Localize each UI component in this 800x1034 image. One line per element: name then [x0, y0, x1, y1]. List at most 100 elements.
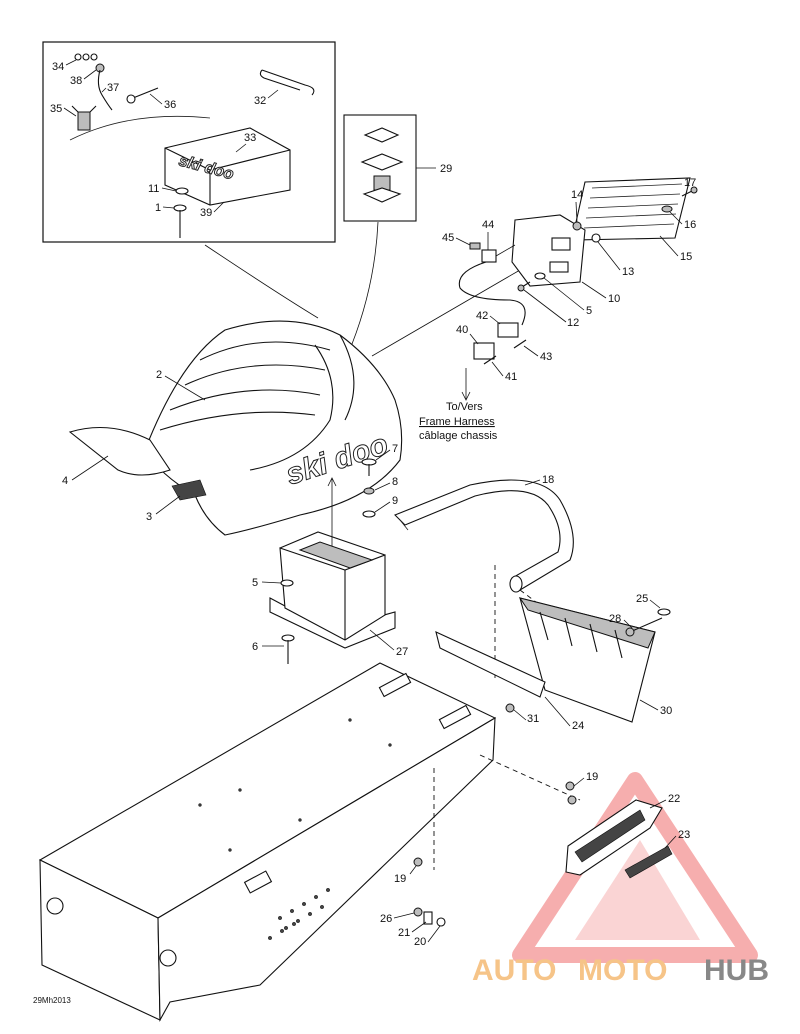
watermark-triangle-inner	[575, 840, 700, 940]
harness-note-line2: Frame Harness	[419, 416, 495, 428]
callout-40: 40	[456, 324, 468, 336]
callout-27: 27	[396, 646, 408, 658]
callout-12: 12	[567, 317, 579, 329]
part-10-taillight-housing	[511, 214, 586, 287]
part-16-washer	[661, 205, 673, 213]
callout-35: 35	[50, 103, 62, 115]
part-35-bracket	[71, 105, 97, 131]
callout-45: 45	[442, 232, 454, 244]
part-40-connector	[473, 342, 495, 360]
callout-7: 7	[392, 443, 398, 455]
part-26-screw	[413, 907, 423, 917]
callout-26: 26	[380, 913, 392, 925]
part-21-washer	[423, 911, 433, 925]
inset-tether	[69, 115, 211, 141]
callout-41: 41	[505, 371, 517, 383]
callouts: 34 38 37 35 36 32 33 11 1 39 29 14 17 16…	[50, 59, 696, 948]
callout-5-lower: 5	[252, 577, 258, 589]
callout-37: 37	[107, 82, 119, 94]
part-7-screw	[361, 458, 377, 476]
callout-6: 6	[252, 641, 258, 653]
harness-note-line1: To/Vers	[446, 401, 483, 413]
wire-harness	[458, 261, 526, 326]
part-41-terminal	[483, 355, 497, 365]
part-32-strap	[259, 69, 315, 96]
part-29-grommet	[360, 127, 404, 203]
part-30-snow-flap	[518, 597, 656, 723]
watermark-text: AUTO MOTO HUB	[472, 954, 769, 987]
watermark-auto: AUTO	[472, 954, 556, 987]
part-13-nut	[591, 233, 601, 243]
callout-18: 18	[542, 474, 554, 486]
callout-23: 23	[678, 829, 690, 841]
callout-43: 43	[540, 351, 552, 363]
callout-5-upper: 5	[586, 305, 592, 317]
callout-20: 20	[414, 936, 426, 948]
callout-25: 25	[636, 593, 648, 605]
part-14-screw	[572, 221, 582, 231]
callout-4: 4	[62, 475, 68, 487]
part-23-reflector	[624, 845, 673, 879]
callout-14: 14	[571, 189, 583, 201]
callout-38: 38	[70, 75, 82, 87]
callout-19-lower: 19	[394, 873, 406, 885]
callout-9: 9	[392, 495, 398, 507]
part-9-washer	[362, 510, 376, 518]
callout-17: 17	[684, 177, 696, 189]
watermark-hub: HUB	[704, 954, 769, 987]
part-12-screw	[517, 281, 531, 292]
callout-13: 13	[622, 266, 634, 278]
inset-frame	[42, 41, 336, 243]
part-36-pin	[126, 87, 159, 104]
callout-31: 31	[527, 713, 539, 725]
callout-36: 36	[164, 99, 176, 111]
tunnel-chassis	[38, 662, 497, 1023]
arrow-inset-to-seat	[204, 244, 319, 319]
part-33-toolbox: ski doo	[164, 127, 291, 206]
callout-34: 34	[52, 61, 64, 73]
part-22-bumper	[565, 799, 663, 876]
dash-chassis-22	[479, 754, 581, 801]
part-3-grip-pad	[171, 479, 207, 501]
part-5-washer-lower	[280, 579, 294, 587]
callout-19-upper: 19	[586, 771, 598, 783]
part-28-screw	[625, 617, 663, 637]
drawing-code: 29Mh2013	[33, 996, 71, 1005]
callout-29: 29	[440, 163, 452, 175]
callout-39: 39	[200, 207, 212, 219]
harness-note-line3: câblage chassis	[419, 430, 498, 442]
part-6-rivet	[281, 634, 295, 664]
part-25-washer	[657, 608, 671, 616]
part-44-connector	[481, 249, 497, 263]
callout-22: 22	[668, 793, 680, 805]
part-11-washer	[175, 187, 189, 195]
part-4-seat-flap	[68, 426, 171, 476]
callout-15: 15	[680, 251, 692, 263]
part-27-storage-box	[269, 531, 396, 649]
part-1-rivet	[173, 204, 187, 238]
part-19-screw-lower	[413, 857, 423, 867]
callout-28: 28	[609, 613, 621, 625]
part-45-connector	[469, 242, 481, 250]
part-19-screw-upper	[565, 781, 577, 805]
callout-33: 33	[244, 132, 256, 144]
part-2-seat: ski doo	[144, 320, 403, 536]
callout-32: 32	[254, 95, 266, 107]
part-24-bracket	[435, 631, 546, 698]
callout-11: 11	[148, 183, 159, 195]
part-31-nut	[505, 703, 515, 713]
callout-21: 21	[398, 927, 410, 939]
callout-10: 10	[608, 293, 620, 305]
part-37-cable	[97, 69, 113, 111]
callout-24: 24	[572, 720, 584, 732]
callout-1: 1	[155, 202, 161, 214]
part-5-washer-upper	[534, 272, 546, 280]
part-20-nut	[436, 917, 446, 927]
arrow-taillight-to-seat	[371, 269, 521, 357]
callout-8: 8	[392, 476, 398, 488]
arrow-29-to-seat	[351, 221, 379, 345]
callout-30: 30	[660, 705, 672, 717]
callout-16: 16	[684, 219, 696, 231]
part-42-connector	[497, 322, 519, 338]
callout-3: 3	[146, 511, 152, 523]
